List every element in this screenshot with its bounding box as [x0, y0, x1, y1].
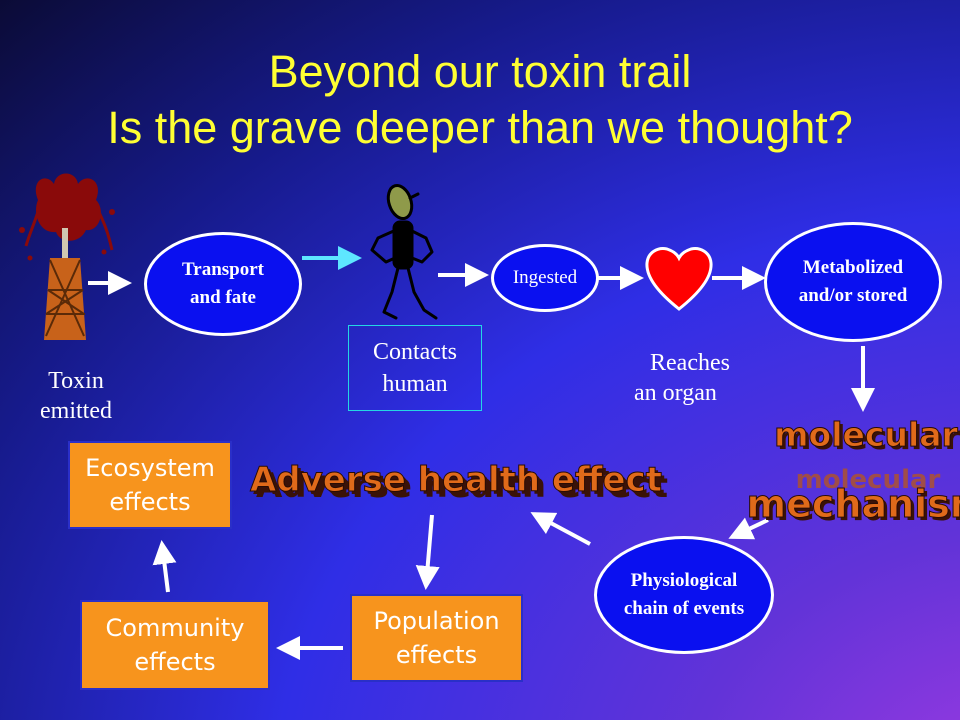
transport-line-2: and fate — [190, 287, 256, 308]
reaches-line-1: Reaches — [650, 350, 730, 376]
metabolized-line-1: Metabolized — [802, 257, 904, 278]
adverse-text-depth: Adverse health effect — [256, 466, 668, 506]
contacts-line-2: human — [382, 371, 448, 397]
metabolized-line-2: and/or stored — [798, 285, 908, 306]
molecular-text-shadow: molecular — [796, 465, 941, 495]
arrow-adverse-to-population — [415, 514, 440, 590]
adverse-health-effect-wordart: Adverse health effect Adverse health eff… — [249, 460, 668, 507]
title-line-2: Is the grave deeper than we thought? — [107, 102, 853, 153]
slide-title: Beyond our toxin trail Is the grave deep… — [0, 44, 960, 156]
adverse-health-effect-text: Adverse health effect — [250, 460, 662, 500]
arrow-community-to-ecosystem — [152, 540, 177, 593]
community-effects-box: Community effects — [80, 600, 270, 690]
ecosystem-effects-box: Ecosystem effects — [68, 441, 232, 529]
population-line-1: Population — [373, 607, 500, 635]
ecosystem-line-1: Ecosystem — [85, 454, 215, 482]
ingested-oval: Ingested — [491, 244, 599, 312]
molecular-text-depth: molecular — [777, 418, 960, 457]
transport-and-fate-oval: Transport and fate — [144, 232, 302, 336]
adverse-text-depth-mid: Adverse health effect — [253, 463, 665, 503]
ingested-label: Ingested — [512, 267, 578, 288]
metabolized-oval: Metabolized and/or stored — [764, 222, 942, 342]
oil-derrick-icon — [19, 173, 115, 340]
toxin-emitted-line-2: emitted — [40, 398, 112, 424]
reaches-line-2: an organ — [634, 380, 717, 406]
physiological-line-2: chain of events — [623, 598, 745, 619]
transport-line-1: Transport — [182, 259, 264, 280]
molecular-text: molecular — [774, 415, 958, 454]
toxin-emitted-label: Toxin emitted — [14, 366, 138, 426]
heart-icon — [645, 247, 713, 311]
title-line-1: Beyond our toxin trail — [268, 46, 692, 97]
population-line-2: effects — [395, 641, 478, 669]
toxin-emitted-line-1: Toxin — [48, 368, 104, 394]
contacts-line-1: Contacts — [373, 339, 457, 365]
reaches-organ-label: Reaches an organ — [628, 348, 770, 408]
stick-figure-icon — [370, 183, 438, 320]
physiological-line-1: Physiological — [630, 570, 738, 591]
community-line-2: effects — [134, 648, 216, 676]
community-line-1: Community — [105, 614, 245, 642]
arrow-physiological-to-adverse — [530, 512, 591, 546]
arrow-mechanism-to-physiological — [728, 517, 769, 540]
population-effects-box: Population effects — [350, 594, 523, 682]
physiological-chain-oval: Physiological chain of events — [594, 536, 774, 654]
contacts-human-box: Contacts human — [348, 325, 482, 411]
ecosystem-line-2: effects — [109, 488, 191, 516]
